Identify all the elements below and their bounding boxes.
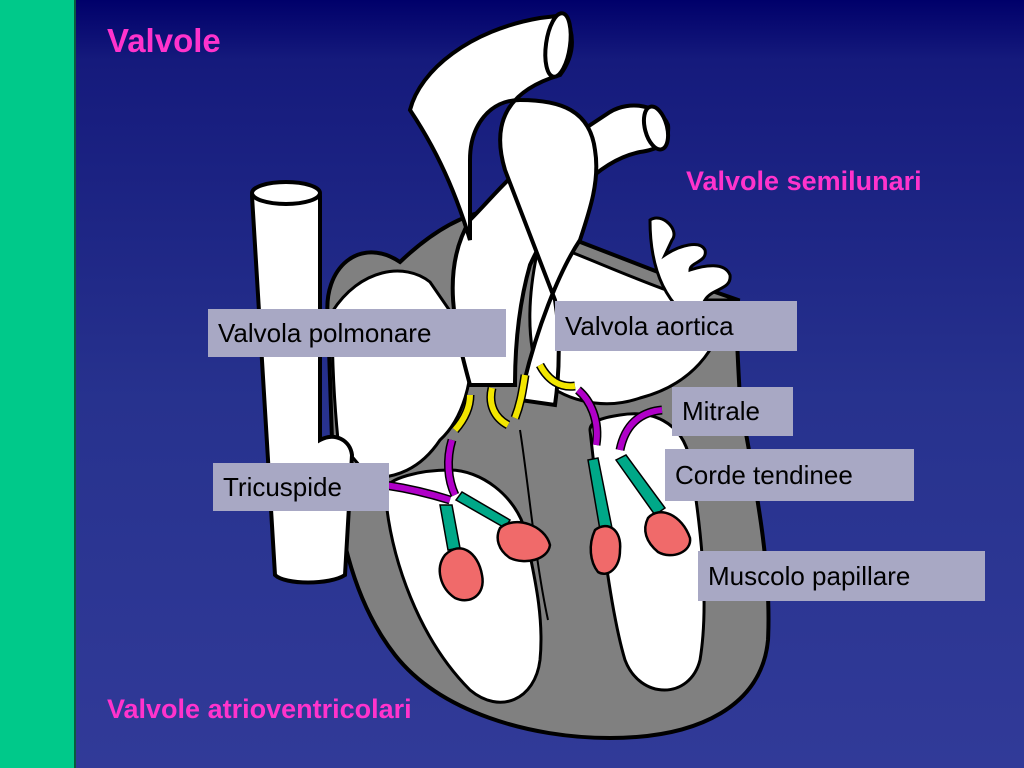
label-chordae-tendineae: Corde tendinee bbox=[665, 449, 914, 501]
aorta-opening bbox=[543, 11, 573, 79]
label-tricuspid: Tricuspide bbox=[213, 463, 389, 511]
papillary-muscles bbox=[438, 511, 692, 602]
side-accent-bar bbox=[0, 0, 76, 768]
vena-cava-opening bbox=[250, 180, 322, 206]
pulmonary-opening bbox=[641, 104, 671, 152]
septum bbox=[519, 429, 549, 621]
semilunar-valves-heading: Valvole semilunari bbox=[686, 166, 922, 196]
slide-title: Valvole bbox=[107, 22, 221, 59]
aortic-arch bbox=[407, 12, 599, 408]
chordae-tendineae bbox=[439, 454, 667, 551]
atrioventricular-valves-heading: Valvole atrioventricolari bbox=[107, 694, 412, 724]
label-papillary-muscle: Muscolo papillare bbox=[698, 551, 985, 601]
label-mitral: Mitrale bbox=[672, 387, 793, 436]
label-pulmonary-valve: Valvola polmonare bbox=[208, 309, 506, 357]
label-aortic-valve: Valvola aortica bbox=[555, 301, 797, 351]
